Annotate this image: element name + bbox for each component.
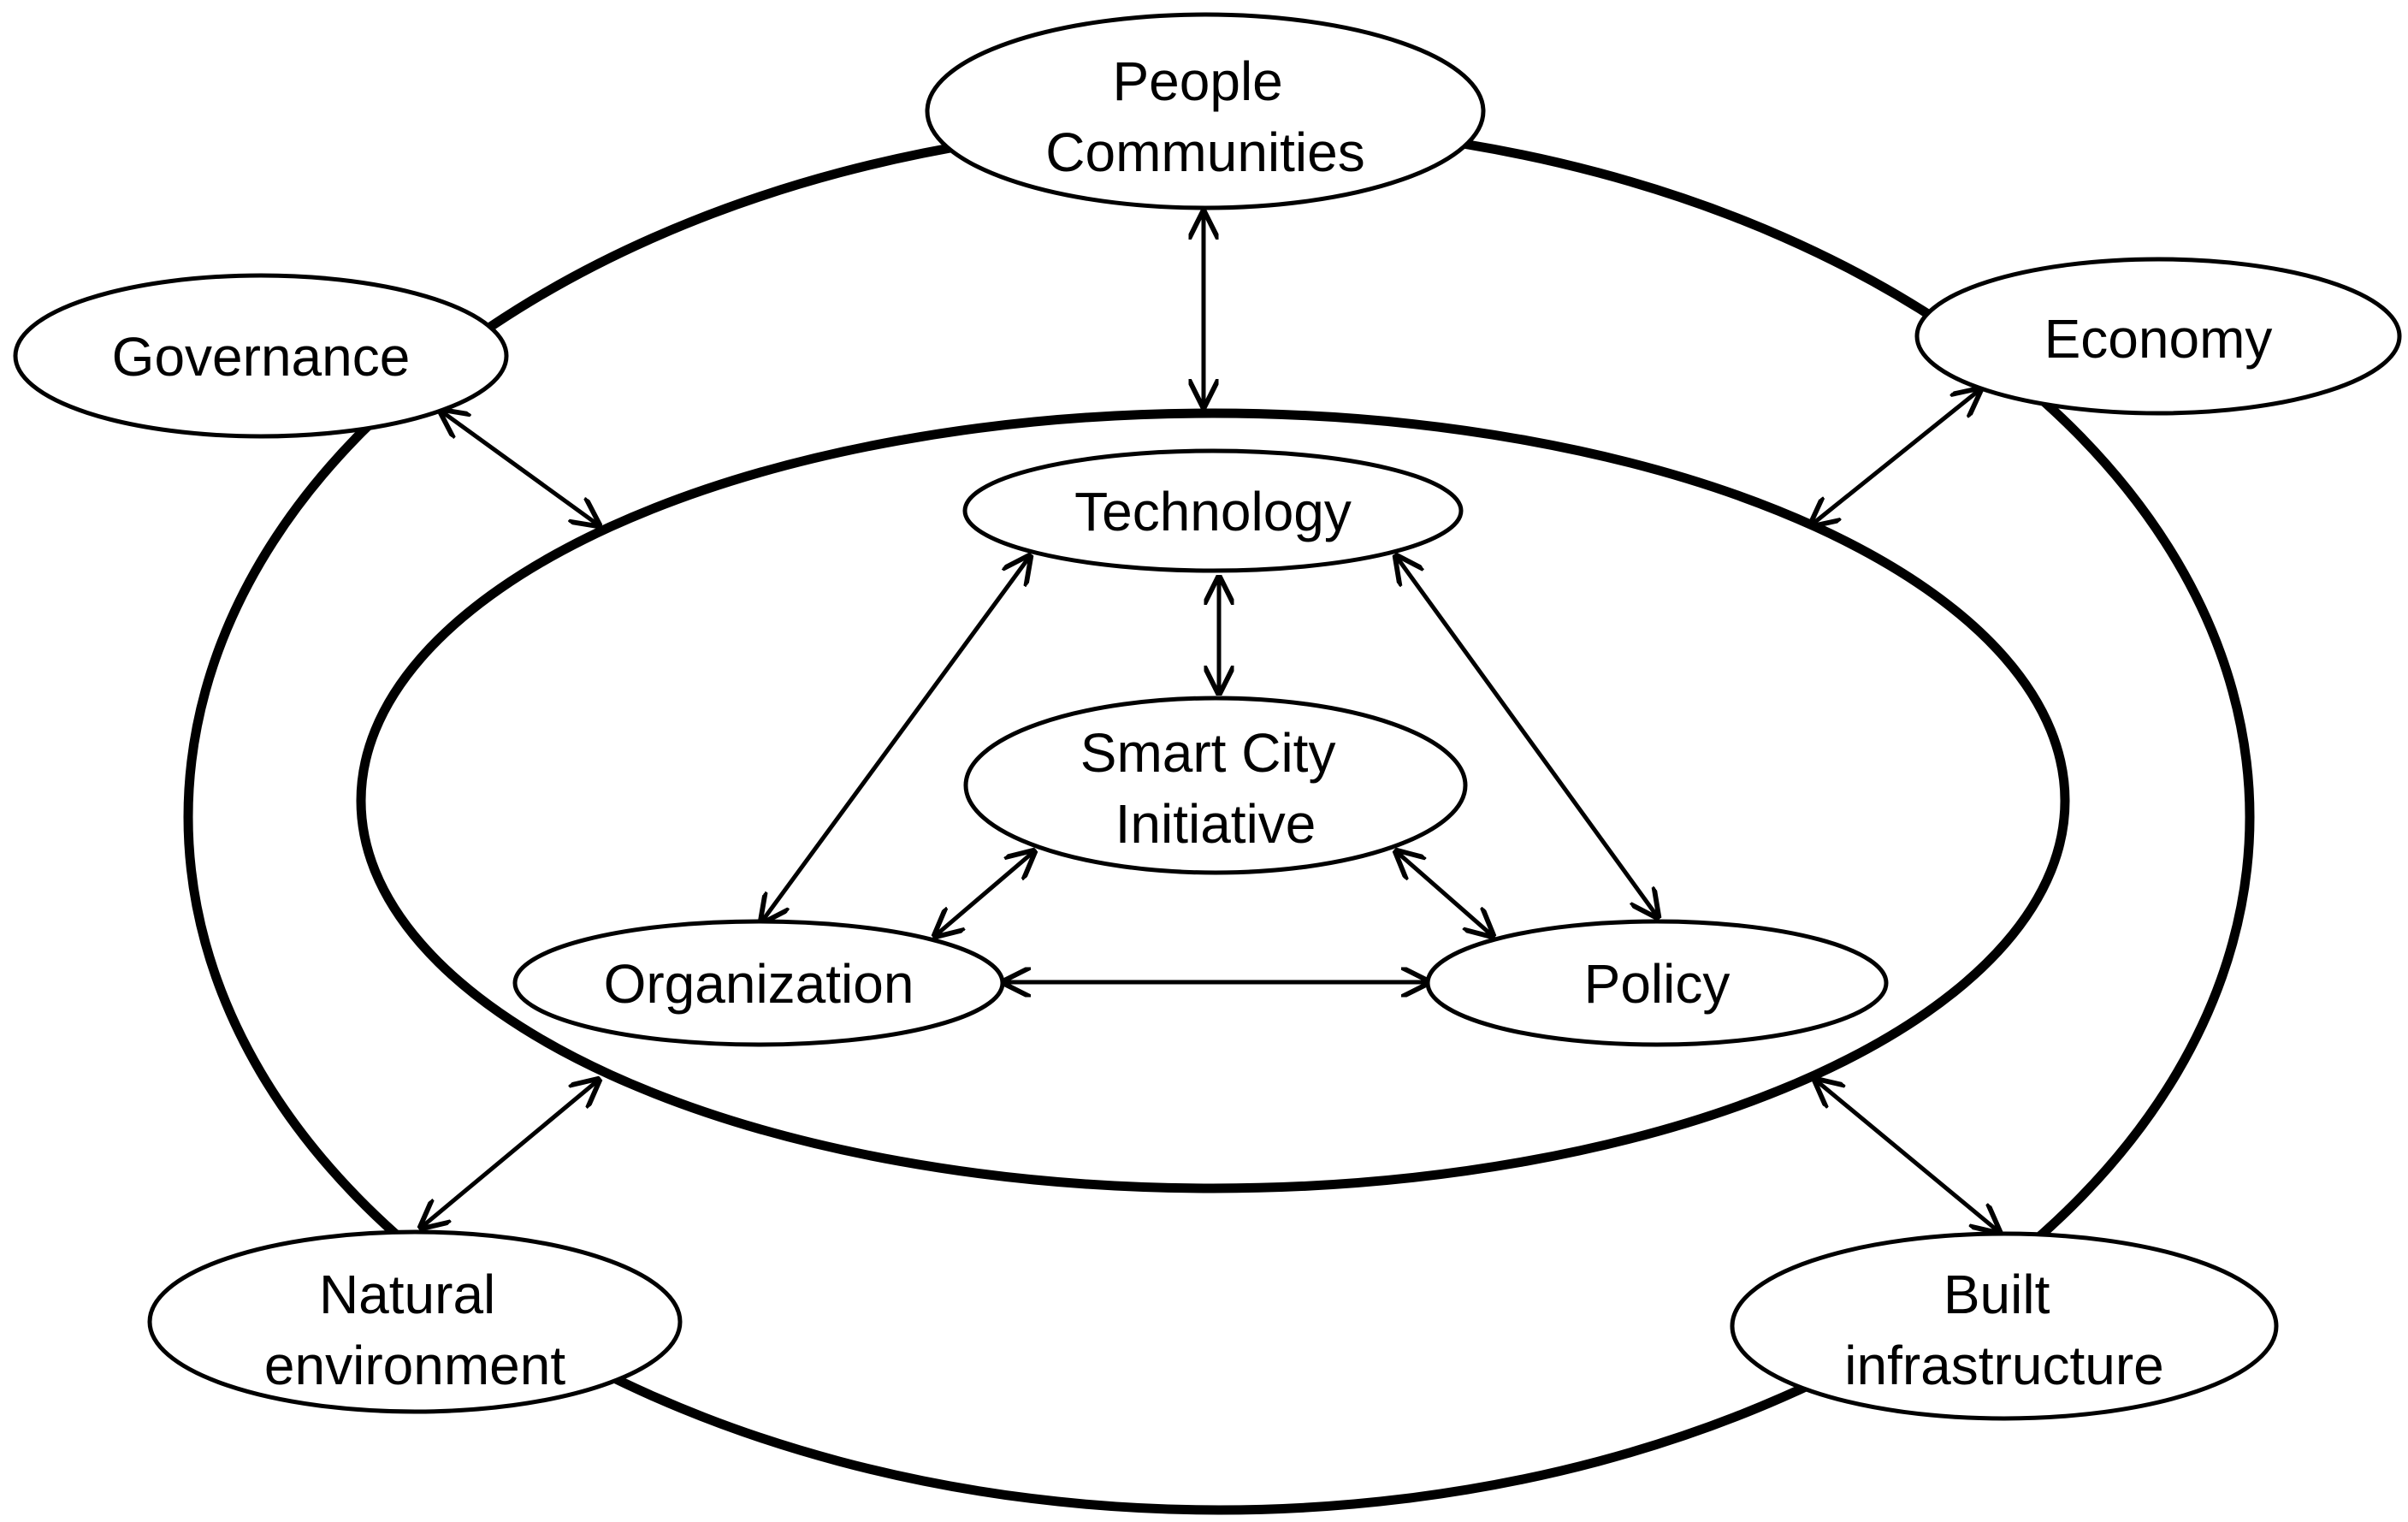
link-technology-policy [1396, 556, 1658, 917]
link-initiative-policy [1396, 851, 1493, 936]
node-organization-shape [512, 919, 1005, 1047]
node-built-line1: Built [1944, 1264, 2050, 1325]
node-governance-shape [13, 273, 509, 439]
inner-core-ring [356, 408, 2070, 1193]
node-built-shape [1730, 1231, 2279, 1421]
node-technology-shape [962, 448, 1464, 573]
node-economy-label: Economy [2044, 308, 2273, 370]
node-policy-shape [1425, 919, 1889, 1047]
node-people-line1: People [1112, 50, 1282, 112]
node-initiative-line2: Initiative [1115, 793, 1316, 855]
node-governance-label: Governance [112, 326, 411, 388]
link-economy-inner-core [1811, 389, 1980, 525]
node-natural: Natural environment [147, 1229, 683, 1414]
node-technology: Technology [962, 448, 1464, 573]
node-people: People Communities [925, 12, 1486, 210]
node-natural-line1: Natural [319, 1264, 495, 1325]
node-people-shape [925, 12, 1486, 210]
node-built-label: Built infrastructure [1844, 1264, 2163, 1396]
node-economy-shape [1914, 257, 2402, 416]
node-initiative-line1: Smart City [1080, 722, 1336, 784]
node-technology-label: Technology [1074, 481, 1352, 542]
link-initiative-organization [935, 851, 1034, 936]
node-initiative-shape [963, 696, 1468, 875]
link-built-inner-core [1815, 1080, 1999, 1232]
node-governance: Governance [13, 273, 509, 439]
link-technology-organization [761, 556, 1030, 922]
node-initiative: Smart City Initiative [963, 696, 1468, 875]
node-economy: Economy [1914, 257, 2402, 416]
node-natural-line2: environment [264, 1335, 565, 1396]
node-built-line2: infrastructure [1844, 1335, 2163, 1396]
node-natural-label: Natural environment [264, 1264, 565, 1396]
node-people-line2: Communities [1045, 121, 1364, 183]
node-built: Built infrastructure [1730, 1231, 2279, 1421]
node-organization-label: Organization [604, 953, 914, 1015]
link-governance-inner-core [441, 411, 599, 525]
node-initiative-label: Smart City Initiative [1080, 722, 1351, 855]
node-people-label: People Communities [1045, 50, 1364, 183]
node-organization: Organization [512, 919, 1005, 1047]
link-natural-inner-core [421, 1080, 599, 1228]
node-natural-shape [147, 1229, 683, 1414]
node-policy: Policy [1425, 919, 1889, 1047]
node-policy-label: Policy [1584, 953, 1731, 1015]
